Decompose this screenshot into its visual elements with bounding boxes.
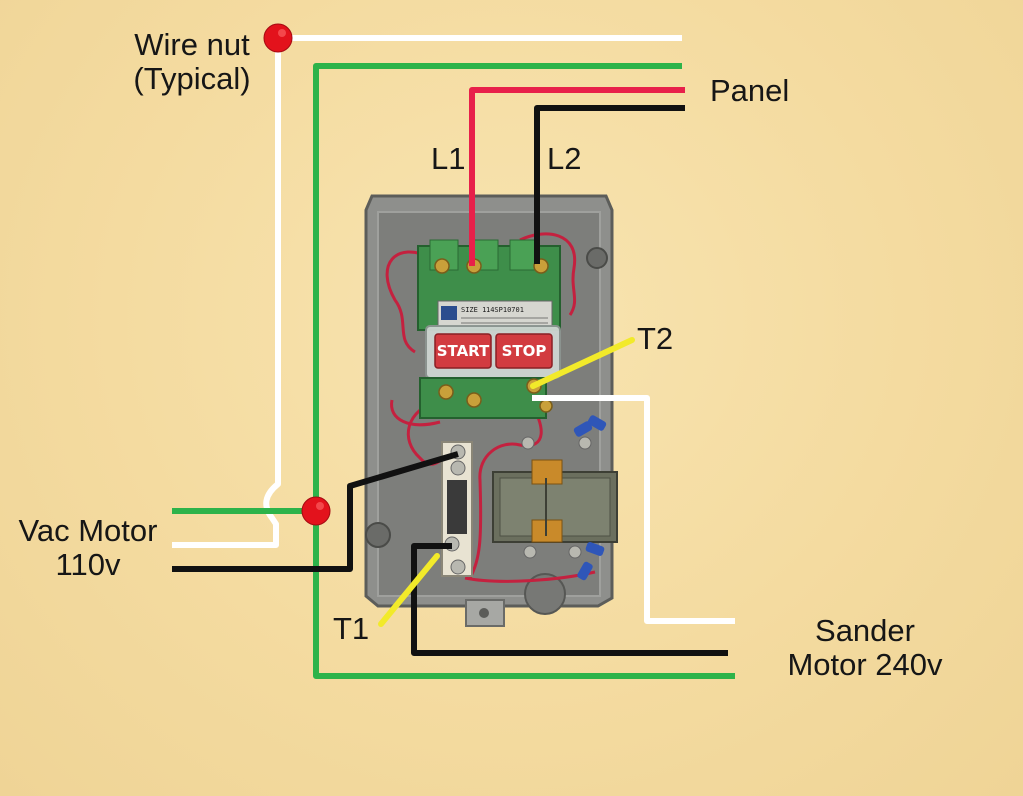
stop-button — [495, 333, 553, 369]
fuse-holder — [441, 441, 473, 577]
t2-label: T2 — [637, 321, 674, 356]
white-wires — [172, 35, 735, 624]
contactor-size-label: SIZE 1 — [461, 306, 486, 314]
wire-nut-top-icon — [263, 23, 293, 53]
t1-label: T1 — [333, 611, 370, 646]
l2-label: L2 — [547, 141, 582, 176]
overload-block — [419, 377, 553, 419]
sander-motor-label-line2: Motor 240v — [787, 647, 943, 682]
t1-pointer — [378, 553, 440, 627]
red-wire-l1 — [469, 87, 685, 266]
panel-label: Panel — [710, 73, 790, 108]
wire-nuts — [263, 23, 331, 526]
t2-pointer — [530, 337, 635, 389]
green-wires — [172, 63, 735, 679]
start-button-label: START — [437, 342, 490, 360]
wire-nut-label-line2: (Typical) — [133, 61, 251, 96]
vac-motor-label-line1: Vac Motor — [18, 513, 158, 548]
wire-nut-label-line1: Wire nut — [134, 27, 250, 62]
sander-motor-label: Sander Motor 240v — [782, 614, 948, 682]
terminal-pointers — [378, 337, 635, 627]
black-wires — [172, 105, 728, 656]
wire-nut-label: Wire nut (Typical) — [128, 28, 256, 96]
l1-label: L1 — [431, 141, 466, 176]
stop-button-label: STOP — [502, 342, 547, 360]
control-transformer — [492, 415, 618, 581]
vac-motor-label: Vac Motor 110v — [14, 514, 162, 582]
contactor-part-number: 14SP10701 — [486, 306, 524, 314]
sander-motor-label-line1: Sander — [815, 613, 915, 648]
start-stop-station: START STOP — [425, 325, 561, 379]
start-button — [434, 333, 492, 369]
vac-motor-label-line2: 110v — [55, 547, 121, 582]
wire-nut-bottom-icon — [301, 496, 331, 526]
